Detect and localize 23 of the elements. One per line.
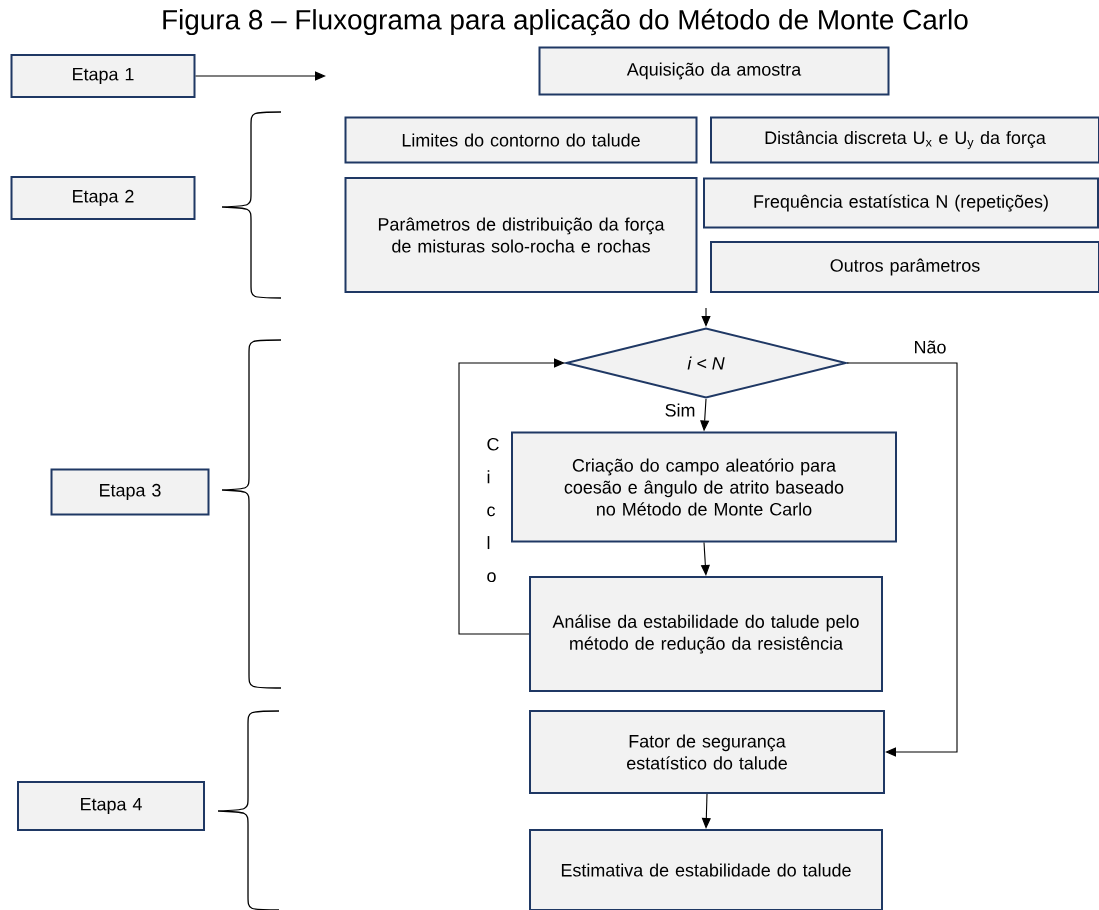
edge-label: Ciclo bbox=[485, 436, 499, 584]
process-box: Etapa 4 bbox=[17, 781, 205, 831]
process-box: Parâmetros de distribuição da força de misturas solo-rocha e rochas bbox=[344, 177, 698, 293]
process-box: Etapa 1 bbox=[10, 54, 196, 98]
process-box: Outros parâmetros bbox=[710, 241, 1099, 293]
process-box: Limites do contorno do talude bbox=[344, 116, 698, 164]
process-box: Fator de segurança estatístico do talude bbox=[529, 710, 885, 794]
process-box: Frequência estatística N (repetições) bbox=[703, 177, 1099, 229]
arrow bbox=[194, 71, 326, 81]
process-box: Etapa 3 bbox=[50, 468, 210, 516]
process-box: Criação do campo aleatório para coesão e ângulo de atrito baseado no Método de Monte Carlo bbox=[511, 431, 897, 543]
process-box: Etapa 2 bbox=[10, 176, 196, 220]
arrow bbox=[846, 362, 958, 757]
process-box: Distância discreta U$_{x}$ e U$_{y}$ da força bbox=[710, 116, 1099, 164]
arrow bbox=[458, 358, 565, 635]
edge-label: Sim bbox=[663, 402, 697, 418]
arrow bbox=[701, 793, 711, 829]
process-box: Análise da estabilidade do talude pelo método de redução da resistência bbox=[529, 576, 883, 692]
process-box: Estimativa de estabilidade do talude bbox=[529, 829, 883, 910]
edge-label: Não bbox=[912, 339, 948, 355]
arrow bbox=[701, 307, 711, 327]
process-box: Aquisição da amostra bbox=[538, 46, 890, 96]
figure-title: Figura 8 – Fluxograma para aplicação do Método de Monte Carlo bbox=[163, 8, 968, 36]
